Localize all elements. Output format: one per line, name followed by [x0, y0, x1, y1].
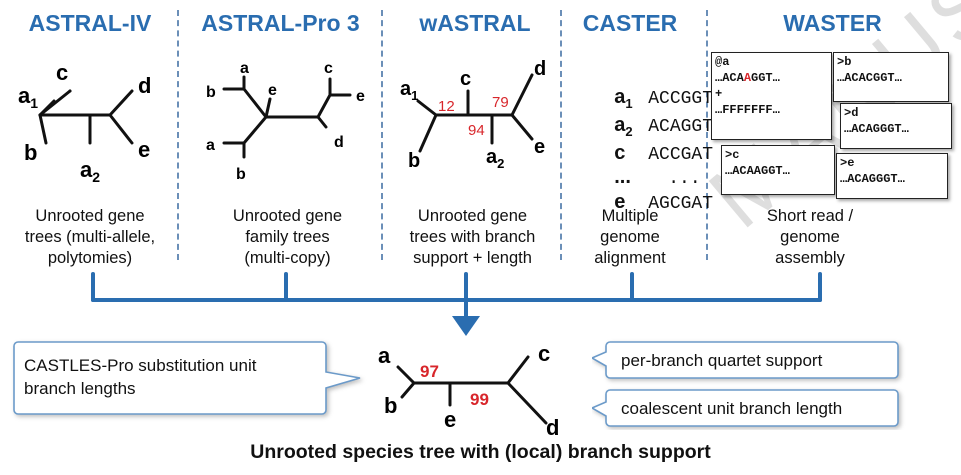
- leaf-a2: a2: [486, 146, 504, 171]
- leaf-d: d: [546, 415, 559, 440]
- leaf-d: d: [534, 58, 546, 80]
- leaf-e: e: [534, 136, 545, 158]
- callout-left-shape: [13, 341, 361, 415]
- read-c-fasta: >c …ACAAGGT…: [721, 145, 835, 195]
- callout-branch-lengths: CASTLES-Pro substitution unit branch len…: [24, 356, 257, 398]
- branch-support-79: 79: [492, 94, 509, 111]
- gene-tree-with-support: a1 c b a2 d e 12 94 79: [400, 58, 546, 172]
- leaf-c: c: [460, 68, 471, 90]
- leaf-a: a: [240, 60, 249, 77]
- leaf-b: b: [408, 150, 420, 172]
- branch-support-94: 94: [468, 122, 485, 139]
- header-waster: WASTER: [783, 10, 882, 36]
- header-astral-pro-3: ASTRAL-Pro 3: [201, 10, 360, 36]
- leaf-d: d: [138, 73, 151, 98]
- branch-support-12: 12: [438, 98, 455, 115]
- figure-caption: Unrooted species tree with (local) branc…: [250, 441, 711, 463]
- leaf-a: a: [378, 343, 391, 368]
- leaf-b: b: [24, 140, 37, 165]
- gene-tree-multi-allele: a1 c b a2 d e: [18, 60, 151, 185]
- leaf-e: e: [444, 407, 456, 432]
- leaf-c: c: [56, 60, 68, 85]
- leaf-e: e: [268, 82, 277, 99]
- read-e-fasta: >e …ACAGGGT…: [836, 153, 948, 199]
- alignment-row: ......: [614, 166, 701, 189]
- branch-support-99: 99: [470, 390, 489, 409]
- leaf-b: b: [236, 166, 246, 183]
- read-b-fasta: >b …ACACGGT…: [833, 52, 949, 102]
- gene-family-tree: a b e a b c e d: [206, 60, 365, 183]
- column-separator: [381, 10, 383, 260]
- leaf-c: c: [538, 341, 550, 366]
- read-d-fasta: >d …ACAGGGT…: [840, 103, 952, 149]
- branch-support-97: 97: [420, 362, 439, 381]
- leaf-a2: a2: [80, 157, 100, 185]
- leaf-e: e: [138, 137, 150, 162]
- column-separator: [560, 10, 562, 260]
- header-wastral: wASTRAL: [419, 10, 531, 36]
- leaf-a1: a1: [18, 83, 38, 111]
- callout-quartet-support: per-branch quartet support: [621, 351, 823, 370]
- header-astral-iv: ASTRAL-IV: [28, 10, 152, 36]
- leaf-c: c: [324, 60, 333, 77]
- leaf-a: a: [206, 137, 215, 154]
- read-a-fastq: @a …ACAAGGT… + …FFFFFFF…: [711, 52, 832, 140]
- callout-right-shapes: [592, 341, 899, 427]
- callout-coalescent-length: coalescent unit branch length: [621, 399, 843, 418]
- species-tree: a b e c d 97 99: [378, 341, 559, 440]
- leaf-b: b: [384, 393, 397, 418]
- down-arrow-icon: [452, 316, 480, 336]
- leaf-a1: a1: [400, 78, 418, 103]
- leaf-d: d: [334, 134, 344, 151]
- column-separator: [706, 10, 708, 260]
- header-caster: CASTER: [582, 10, 678, 36]
- leaf-b: b: [206, 84, 216, 101]
- column-separator: [177, 10, 179, 260]
- leaf-e: e: [356, 88, 365, 105]
- merge-bracket: [91, 272, 822, 336]
